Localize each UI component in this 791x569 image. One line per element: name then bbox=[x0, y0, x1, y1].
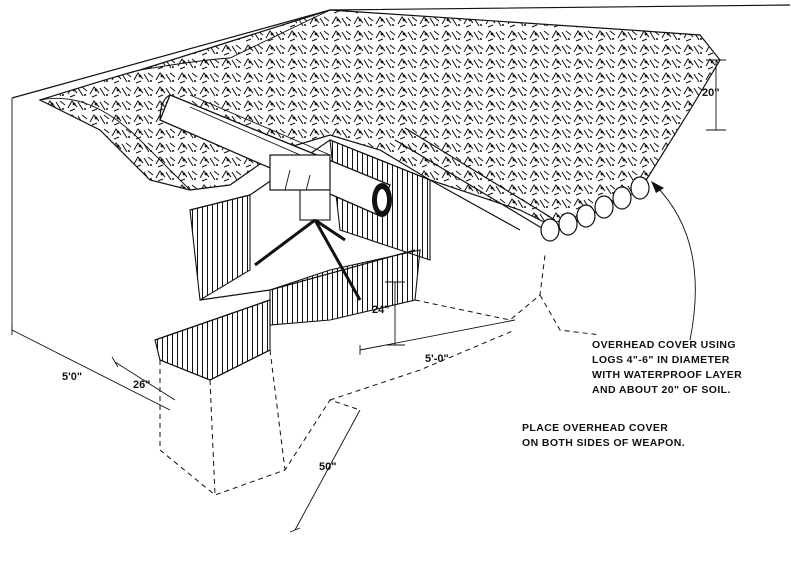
log-cover bbox=[394, 127, 650, 242]
dim-pit-width: 5'0" bbox=[62, 371, 82, 383]
note-line: PLACE OVERHEAD COVER bbox=[522, 422, 669, 434]
dimension-lines bbox=[11, 59, 726, 533]
overhead-cover-note: OVERHEAD COVER USING LOGS 4"-6" IN DIAME… bbox=[592, 338, 742, 398]
weapon-on-tripod bbox=[159, 94, 392, 301]
note-line: LOGS 4"-6" IN DIAMETER bbox=[592, 354, 730, 366]
dim-pit-length: 5'-0" bbox=[425, 353, 449, 365]
dim-pit-depth: 24" bbox=[372, 304, 389, 316]
note-line: ON BOTH SIDES OF WEAPON. bbox=[522, 437, 686, 449]
note-line: WITH WATERPROOF LAYER bbox=[592, 369, 743, 381]
note-line: OVERHEAD COVER USING bbox=[592, 339, 736, 351]
dim-leg-trench: 50" bbox=[319, 461, 336, 473]
dim-soil-cover: 20" bbox=[702, 87, 719, 99]
dimension-labels: 20" 24" 5'-0" 5'0" 26" 50" bbox=[62, 87, 719, 473]
hidden-lines bbox=[159, 254, 601, 496]
note-line: AND ABOUT 20" OF SOIL. bbox=[592, 384, 731, 396]
placement-note: PLACE OVERHEAD COVER ON BOTH SIDES OF WE… bbox=[522, 421, 685, 451]
dim-side-width: 26" bbox=[133, 379, 150, 391]
